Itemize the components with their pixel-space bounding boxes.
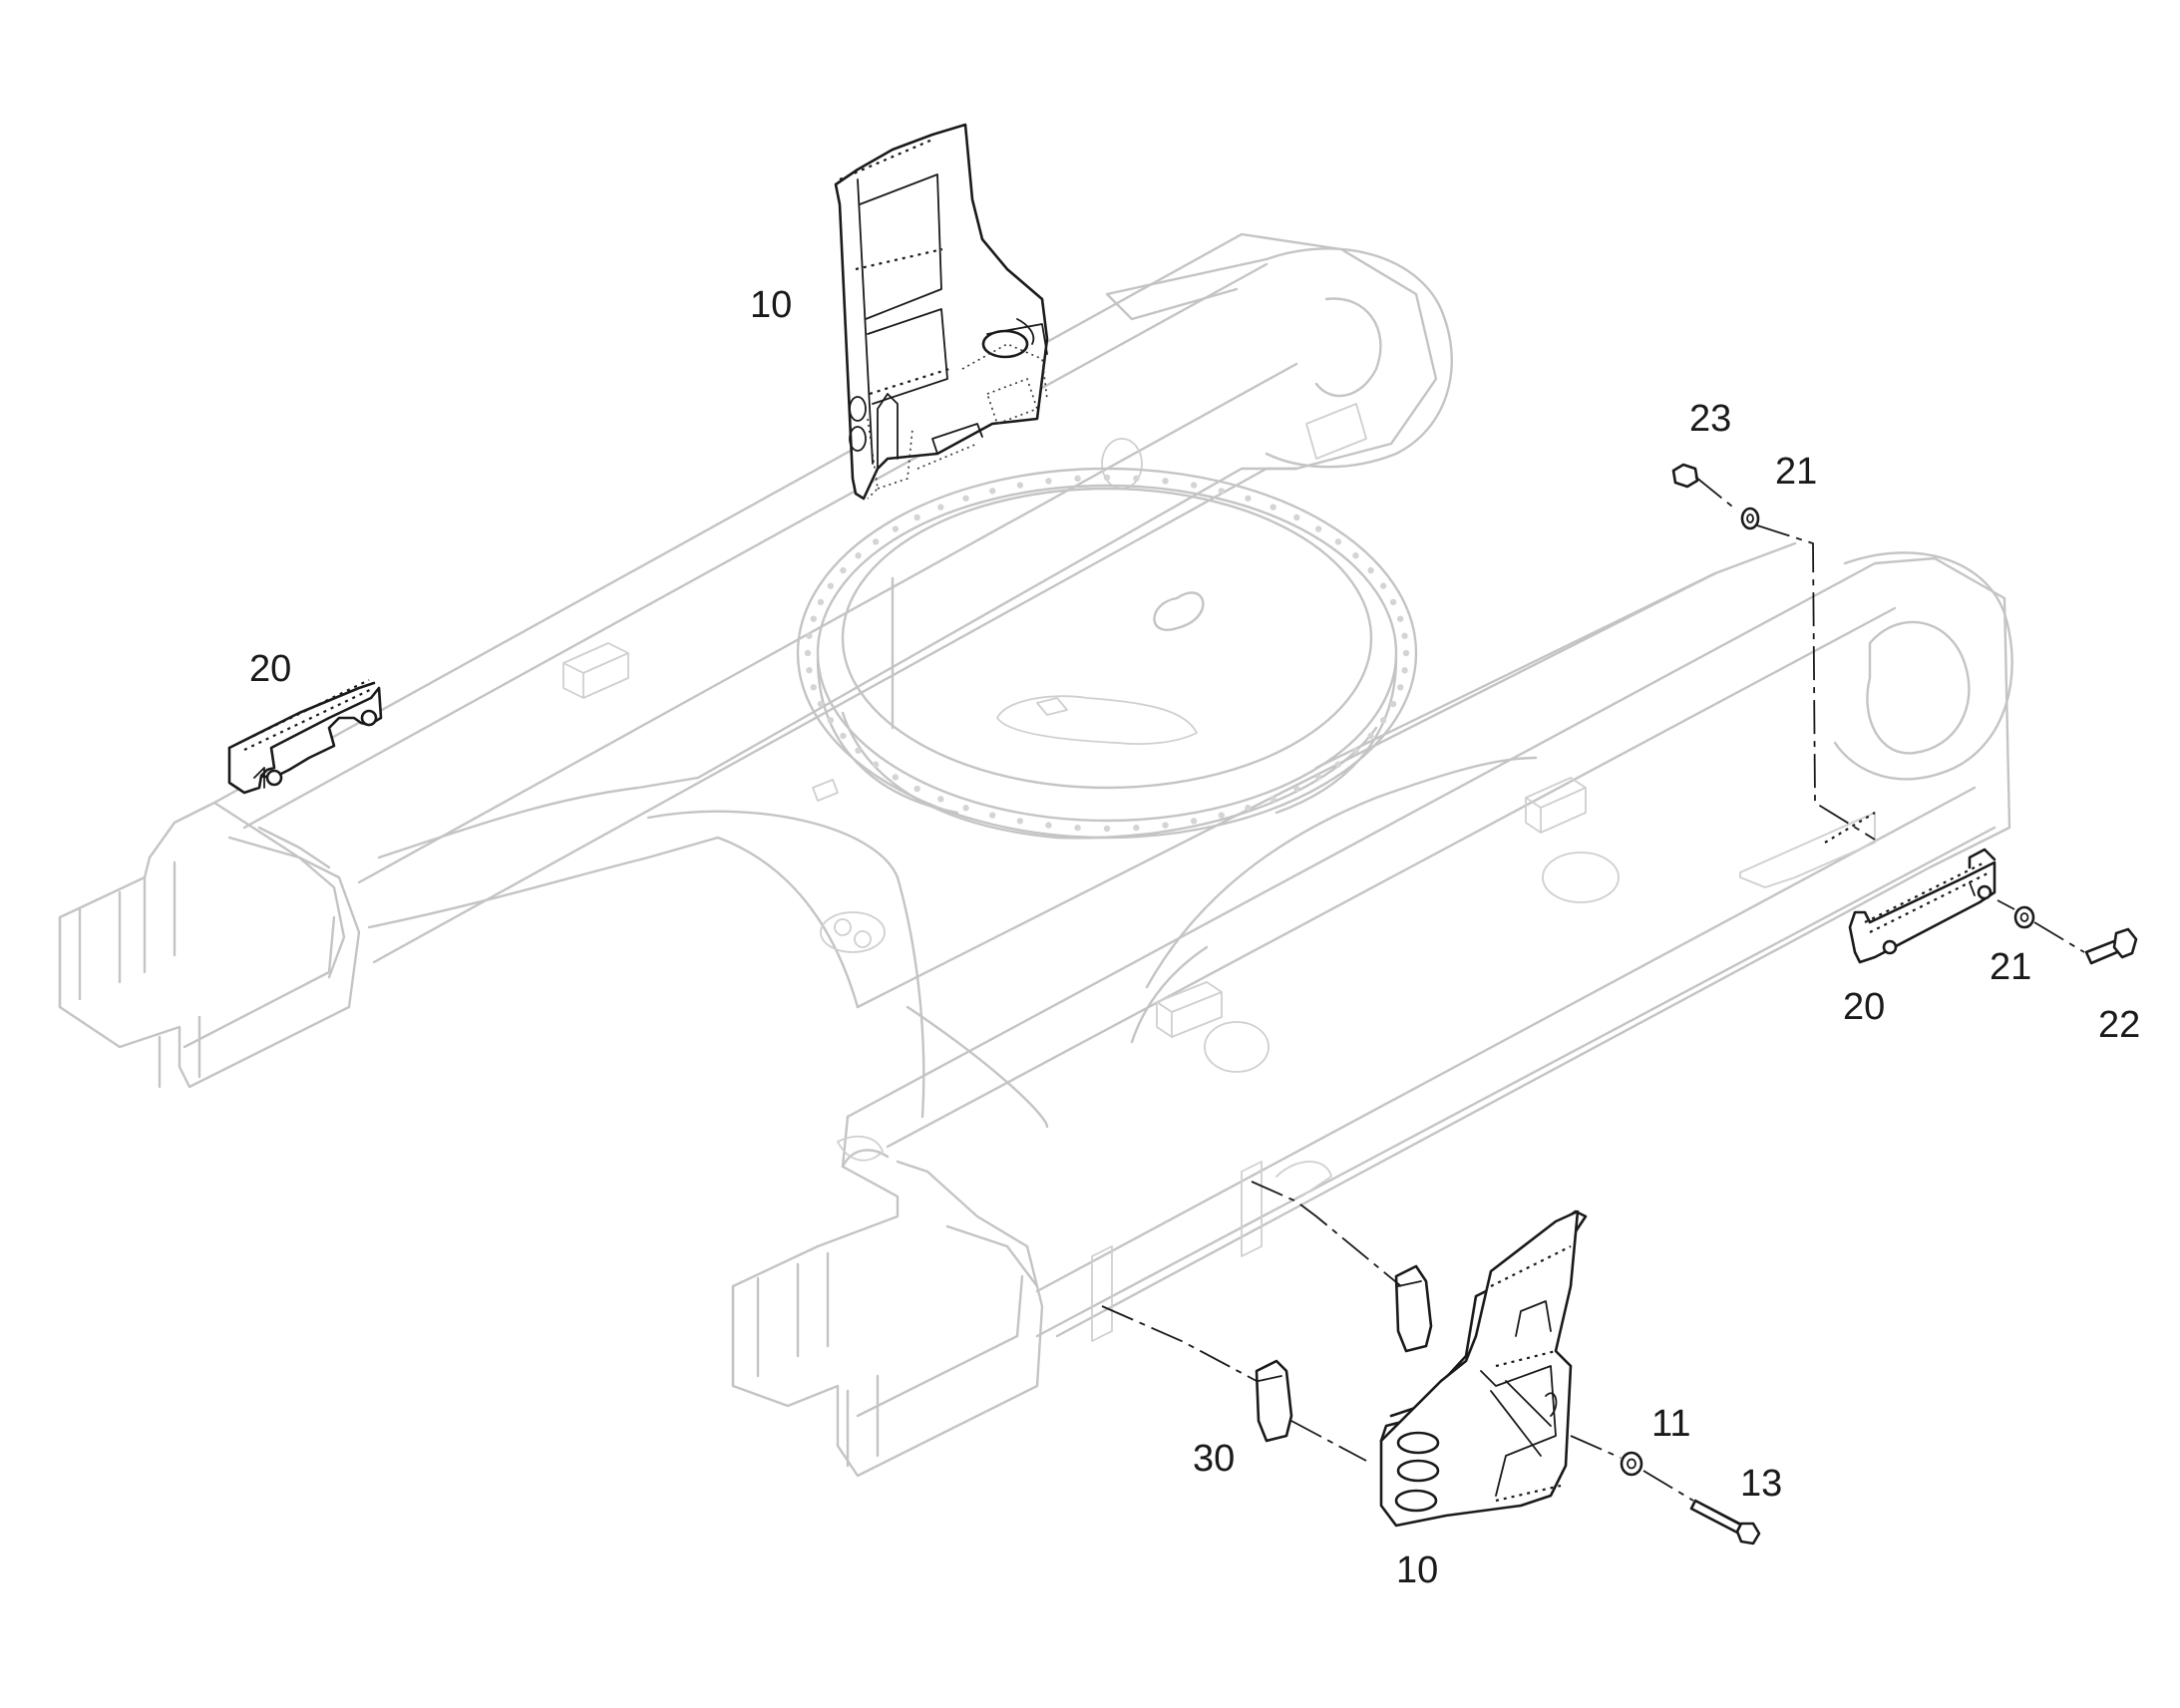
ring-bolt-hole [1016,818,1024,825]
washer-part-11 [1620,1451,1643,1477]
ring-bolt-hole [827,717,835,724]
ring-bolt-hole [892,774,900,781]
ring-bolt-hole [1314,774,1322,781]
washer-part-21-upper [1740,507,1760,530]
ring-bolt-hole [988,812,996,819]
ring-bolt-hole [1293,785,1300,793]
ring-bolt-hole [1334,761,1342,768]
callout-10-upper: 10 [750,284,792,326]
ring-bolt-hole [1103,825,1111,833]
callout-20-right: 20 [1843,986,1885,1028]
ring-bolt-hole [1190,482,1198,489]
callout-21-upper: 21 [1775,451,1817,493]
ring-bolt-hole [1379,717,1387,724]
callout-21-lower: 21 [1990,946,2031,988]
ring-bolt-hole [1402,649,1410,657]
ring-bolt-hole [1245,805,1252,812]
ring-bolt-hole [817,700,825,708]
callout-22: 22 [2098,1004,2140,1046]
ring-bolt-hole [872,538,880,545]
ring-bolt-hole [1397,615,1404,622]
ring-bolt-hole [988,488,996,495]
ring-bolt-hole [1352,552,1359,559]
ring-bolt-hole [1045,822,1052,829]
ring-bolt-hole [1270,796,1276,803]
ring-bolt-hole [937,796,944,803]
ring-bolt-holes [804,474,1410,833]
ring-bolt-hole [827,582,835,589]
ring-bolt-hole [1162,478,1169,485]
ring-bolt-hole [1314,525,1322,532]
ring-bolt-hole [1270,504,1276,511]
callout-23: 23 [1689,398,1731,440]
callout-11: 11 [1651,1403,1690,1445]
ring-bolt-hole [1218,812,1226,819]
ring-bolt-hole [913,785,920,793]
ring-bolt-hole [1045,478,1052,485]
nut-part-23 [1671,463,1699,489]
hardware [1101,463,2138,1545]
ring-bolt-hole [855,747,862,754]
step-part-10-upper [834,123,1049,501]
ring-bolt-hole [1397,684,1404,691]
callout-10-lower: 10 [1396,1549,1438,1591]
ring-bolt-hole [1389,700,1397,708]
ring-bolt-hole [872,761,880,768]
ring-bolt-hole [1162,822,1169,829]
ring-bolt-hole [1352,747,1359,754]
step-plate-part-20-right [1824,812,1997,964]
step-plate-part-20-left [227,679,383,795]
ring-bolt-hole [1379,582,1387,589]
ring-bolt-hole [937,504,944,511]
ring-bolt-hole [1367,732,1374,740]
ring-bolt-hole [1401,632,1408,639]
ring-bolt-hole [1334,538,1342,545]
ring-bolt-hole [1016,482,1024,489]
ring-bolt-hole [913,513,920,521]
ring-bolt-hole [1389,598,1397,606]
step-part-10-lower [1379,1209,1588,1528]
bolt-part-13 [1689,1499,1761,1545]
callout-labels: 10 20 23 21 20 21 22 11 13 30 10 [249,284,2140,1591]
ring-bolt-hole [1218,488,1226,495]
ring-bolt-hole [810,684,817,691]
ring-bolt-hole [892,525,900,532]
ring-bolt-hole [817,598,825,606]
ring-bolt-hole [810,615,817,622]
washer-part-21-lower [2013,905,2035,929]
ring-bolt-hole [1074,475,1081,483]
ring-bolt-hole [1133,824,1140,832]
callout-13: 13 [1740,1463,1782,1505]
ring-bolt-hole [1074,824,1081,832]
callout-20-left: 20 [249,648,291,690]
ring-bolt-hole [855,552,862,559]
ring-bolt-hole [1133,475,1140,483]
ring-bolt-hole [962,495,969,502]
ring-bolt-hole [806,667,813,674]
spacer-part-30 [1255,1264,1433,1443]
ring-bolt-hole [1103,474,1111,482]
bolt-part-22 [2084,927,2138,965]
ring-bolt-hole [806,632,813,639]
ring-bolt-hole [1245,495,1252,502]
ring-bolt-hole [1190,818,1198,825]
ring-bolt-hole [1401,667,1408,674]
ring-bolt-hole [840,566,847,574]
callout-30: 30 [1193,1438,1235,1480]
ring-bolt-hole [1293,513,1300,521]
ring-bolt-hole [840,732,847,740]
slewing-ring [796,467,1418,840]
ring-bolt-hole [1367,566,1374,574]
ring-bolt-hole [962,805,969,812]
ring-bolt-hole [804,649,812,657]
